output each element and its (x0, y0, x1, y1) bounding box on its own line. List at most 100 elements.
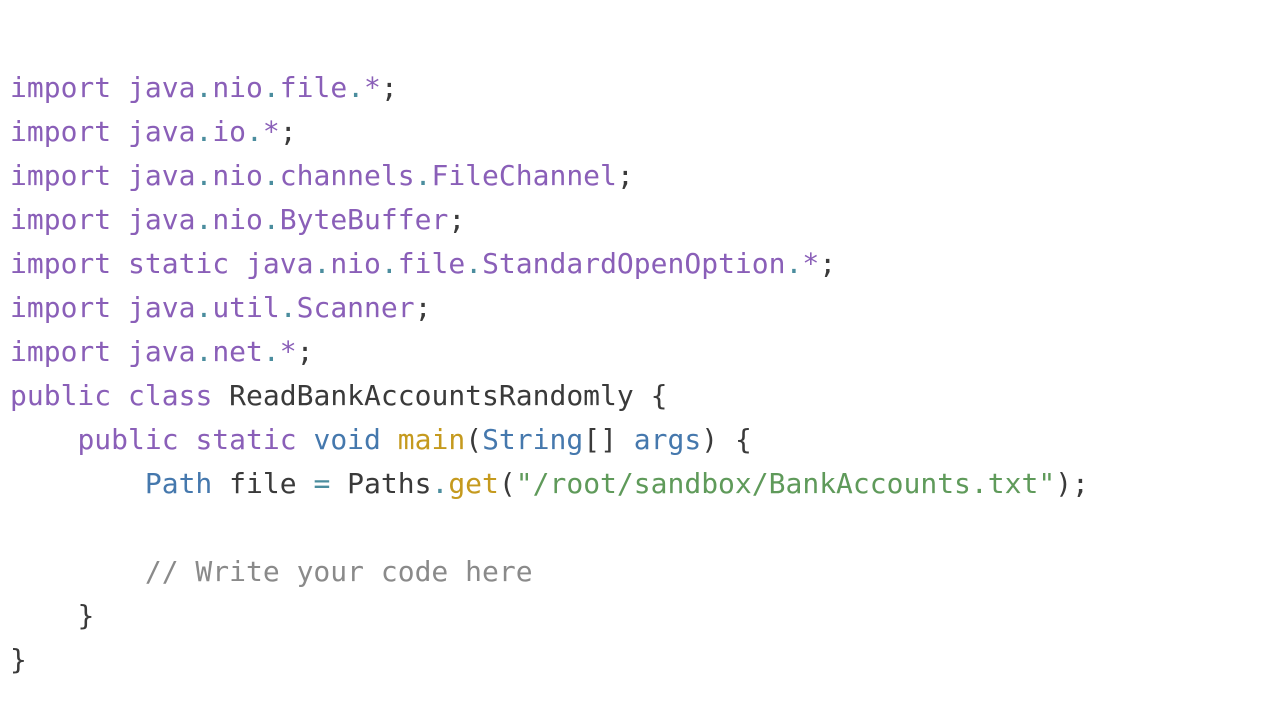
code-token (111, 71, 128, 104)
code-token: ; (819, 247, 837, 280)
code-token: import (10, 115, 112, 148)
code-token: * (802, 247, 820, 280)
code-token: channels (279, 159, 415, 192)
code-token: ( (498, 467, 516, 500)
code-token: . (195, 115, 213, 148)
code-line: } (10, 594, 1264, 638)
code-token: void (313, 423, 381, 456)
code-token (10, 423, 77, 456)
code-token: . (465, 247, 483, 280)
code-token: . (431, 467, 449, 500)
code-token: = (313, 467, 331, 500)
code-token (212, 379, 229, 412)
code-token: . (262, 71, 280, 104)
code-token: . (195, 203, 213, 236)
code-token: . (195, 291, 213, 324)
code-token: * (262, 115, 280, 148)
code-token: ReadBankAccountsRandomly (229, 379, 634, 412)
code-line: public static void main(String[] args) { (10, 418, 1264, 462)
code-line: import java.io.*; (10, 110, 1264, 154)
code-token: Scanner (296, 291, 415, 324)
code-token: . (414, 159, 432, 192)
code-token: . (246, 115, 263, 148)
code-token: } (77, 599, 95, 632)
code-token: java (128, 159, 196, 192)
code-token: nio (330, 247, 381, 280)
code-line (10, 506, 1264, 550)
code-token: . (279, 291, 297, 324)
code-line: // Write your code here (10, 550, 1264, 594)
code-token (111, 115, 128, 148)
code-block: import java.nio.file.*;import java.io.*;… (10, 66, 1264, 682)
code-token: String (482, 423, 584, 456)
code-token: * (279, 335, 297, 368)
code-token: ; (279, 115, 297, 148)
code-token: . (313, 247, 331, 280)
code-token: } (10, 643, 27, 676)
code-token: ; (414, 291, 432, 324)
code-token: java (128, 203, 196, 236)
code-token (111, 247, 128, 280)
code-token: static (195, 423, 297, 456)
code-token: . (380, 247, 398, 280)
code-token: ( (465, 423, 483, 456)
code-token: args (633, 423, 702, 456)
code-token: io (212, 115, 247, 148)
code-token: get (448, 467, 499, 500)
code-token: Paths (330, 467, 432, 500)
code-line: import static java.nio.file.StandardOpen… (10, 242, 1264, 286)
code-token: ; (616, 159, 634, 192)
code-token: java (128, 115, 196, 148)
code-token: nio (212, 71, 263, 104)
code-token: // Write your code here (144, 555, 533, 588)
code-line: import java.nio.ByteBuffer; (10, 198, 1264, 242)
code-token (111, 379, 128, 412)
code-token: ByteBuffer (279, 203, 449, 236)
code-token (111, 203, 128, 236)
code-line: import java.util.Scanner; (10, 286, 1264, 330)
code-token (111, 159, 128, 192)
code-token: public (77, 423, 179, 456)
code-token: java (128, 71, 196, 104)
code-token: java (128, 335, 196, 368)
code-token: import (10, 159, 112, 192)
code-token: import (10, 71, 112, 104)
code-token: . (347, 71, 365, 104)
code-token: . (785, 247, 803, 280)
code-token: FileChannel (431, 159, 617, 192)
code-line: public class ReadBankAccountsRandomly { (10, 374, 1264, 418)
code-token (111, 291, 128, 324)
code-token: . (262, 159, 280, 192)
code-token: java (246, 247, 314, 280)
code-token: import (10, 247, 112, 280)
code-token: [] (583, 423, 634, 456)
code-line: import java.nio.channels.FileChannel; (10, 154, 1264, 198)
code-token (381, 423, 398, 456)
code-line: import java.net.*; (10, 330, 1264, 374)
code-token: ); (1055, 467, 1089, 500)
code-token: * (364, 71, 381, 104)
code-token: file (397, 247, 466, 280)
code-token: import (10, 335, 112, 368)
code-token: net (212, 335, 263, 368)
code-token: nio (212, 203, 263, 236)
code-token (111, 335, 128, 368)
code-token: ; (448, 203, 466, 236)
code-token: nio (212, 159, 263, 192)
code-token: . (195, 159, 213, 192)
code-token: util (212, 291, 280, 324)
code-line: } (10, 638, 1264, 682)
code-token: ) { (701, 423, 752, 456)
code-token: import (10, 203, 112, 236)
code-line: import java.nio.file.*; (10, 66, 1264, 110)
code-token: file (212, 467, 314, 500)
code-token: main (397, 423, 466, 456)
code-token (10, 467, 145, 500)
code-token (297, 423, 314, 456)
code-editor[interactable]: import java.nio.file.*;import java.io.*;… (0, 0, 1264, 676)
code-line: Path file = Paths.get("/root/sandbox/Ban… (10, 462, 1264, 506)
code-token (10, 555, 145, 588)
code-token: . (262, 335, 280, 368)
code-token: java (128, 291, 196, 324)
code-token: Path (144, 467, 213, 500)
